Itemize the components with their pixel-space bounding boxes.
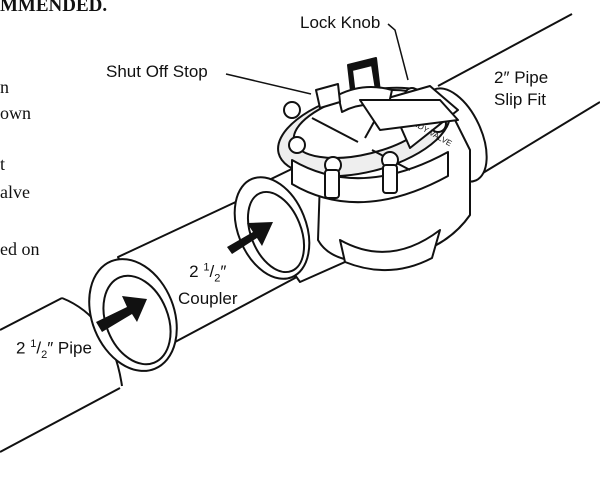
label-2in-pipe-line1: 2″ Pipe xyxy=(494,68,549,87)
lock-knob-leader xyxy=(387,23,409,81)
leader-lines xyxy=(225,23,409,95)
assembly-arrows xyxy=(96,222,273,332)
label-coupler-size: 2 1/2″ xyxy=(189,261,227,285)
shut-off-stop-leader xyxy=(225,73,312,95)
label-coupler-word: Coupler xyxy=(178,288,238,308)
label-2in-pipe-line2: Slip Fit xyxy=(494,90,546,110)
label-2-5in-pipe: 2 1/2″ Pipe xyxy=(16,338,92,362)
label-coupler: 2 1/2″ Coupler xyxy=(178,260,238,311)
lock-knob xyxy=(337,57,459,131)
body-text-fragment: own xyxy=(0,103,31,123)
valve-body xyxy=(233,117,471,283)
body-text-fragment: t xyxy=(0,154,6,174)
body-text-fragment: n xyxy=(0,77,9,97)
label-lock-knob: Lock Knob xyxy=(300,13,381,32)
arrow-pipe-into-coupler xyxy=(96,296,147,332)
label-shut-off-stop: Shut Off Stop xyxy=(106,62,208,81)
label-2in-pipe: 2″ Pipe Slip Fit xyxy=(494,67,548,111)
arrow-coupler-into-valve xyxy=(227,222,273,254)
shut-off-stop xyxy=(315,83,341,109)
body-text-fragment: alve xyxy=(0,182,30,202)
body-text-fragment: ed on xyxy=(0,239,40,259)
heading-fragment: MMENDED. xyxy=(0,0,108,16)
